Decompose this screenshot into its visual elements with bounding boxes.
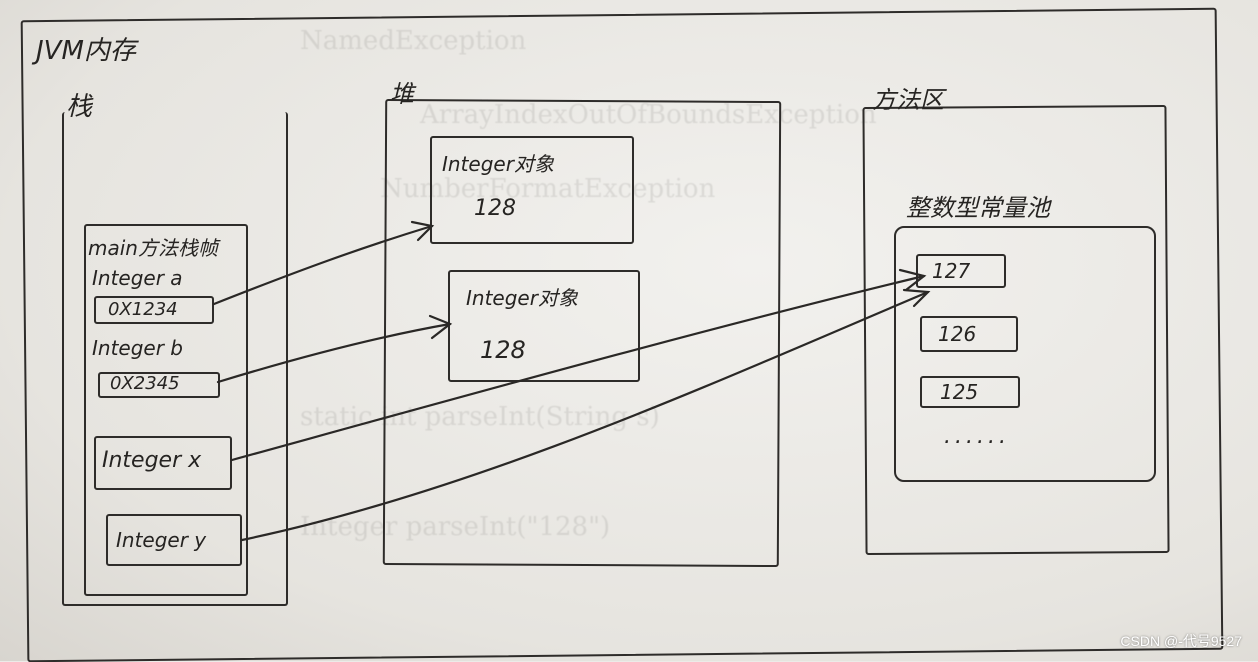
constant-pool-label: 整数型常量池 <box>906 194 1050 222</box>
heap-object-2-title: Integer对象 <box>466 286 578 310</box>
var-b-address: 0X2345 <box>110 373 180 394</box>
heap-object-2-value: 128 <box>480 336 526 364</box>
bleed-through-text: NamedException <box>300 26 527 56</box>
var-a-address-box <box>94 296 214 324</box>
main-stack-frame <box>84 224 248 596</box>
pool-entry-127-box <box>916 254 1006 288</box>
pool-entry-126: 126 <box>938 322 977 346</box>
arrow-b-to-heap-object-2 <box>216 322 452 384</box>
bleed-through-text: static int parseInt(String s) <box>300 402 660 432</box>
arrow-x-head <box>898 268 927 292</box>
heap-label: 堆 <box>390 80 414 108</box>
bleed-through-text: Integer parseInt("128") <box>300 512 611 542</box>
pool-entry-125-box <box>920 376 1020 408</box>
pool-entry-127: 127 <box>932 259 971 283</box>
var-b-label: Integer b <box>92 336 183 360</box>
pool-entry-ellipsis: ...... <box>944 424 1010 449</box>
watermark: CSDN @-代号9527 <box>1120 633 1242 649</box>
var-x-box <box>94 436 232 490</box>
arrow-a-to-heap-object-1 <box>212 224 434 306</box>
pool-entry-126-box <box>920 316 1018 352</box>
var-y-label: Integer y <box>116 528 207 552</box>
jvm-memory-label: JVM内存 <box>36 36 136 66</box>
arrow-y-to-pool-127 <box>240 290 930 542</box>
heap-object-1-title: Integer对象 <box>442 152 554 176</box>
heap-object-1 <box>430 136 634 244</box>
stack-frame-label: main方法栈帧 <box>88 236 218 260</box>
arrow-a-head <box>410 220 435 242</box>
var-a-address: 0X1234 <box>108 299 178 320</box>
heap-object-1-value: 128 <box>474 196 516 221</box>
arrow-x-to-pool-127 <box>230 274 926 462</box>
constant-pool-box <box>894 226 1156 482</box>
pool-entry-125: 125 <box>940 380 979 404</box>
arrow-b-head <box>428 314 453 340</box>
stack-label: 栈 <box>66 92 93 122</box>
bleed-through-text: ArrayIndexOutOfBoundsException <box>420 100 877 130</box>
var-a-label: Integer a <box>92 266 183 290</box>
var-b-address-box <box>98 372 220 398</box>
bleed-through-text: NumberFormatException <box>380 174 716 204</box>
var-x-label: Integer x <box>102 448 202 473</box>
method-area-label: 方法区 <box>872 86 944 114</box>
stack-region <box>62 112 288 606</box>
arrow-y-head <box>902 288 931 308</box>
